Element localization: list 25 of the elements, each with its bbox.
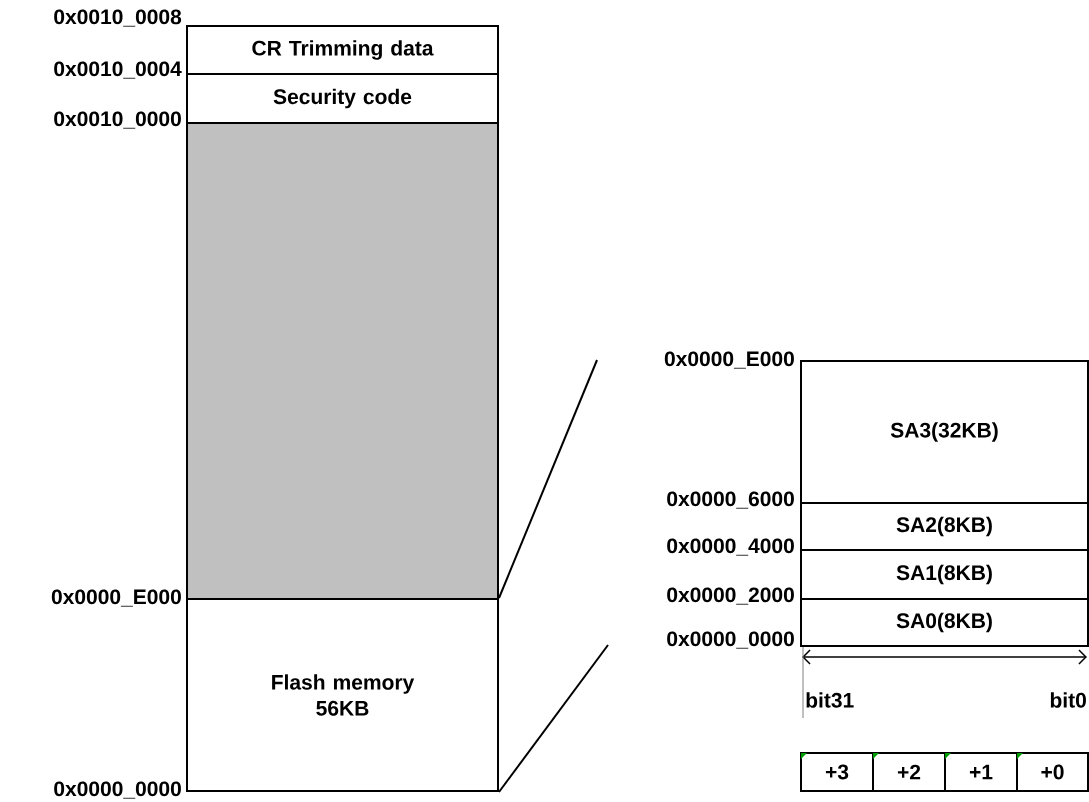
zoom-line	[498, 644, 609, 793]
address-label: 0x0000_2000	[667, 587, 794, 605]
zoom-line	[498, 359, 598, 599]
address-label: 0x0000_0000	[667, 631, 794, 649]
address-label: 0x0000_4000	[667, 538, 794, 556]
address-label: 0x0010_0004	[54, 61, 182, 79]
address-label: 0x0000_E000	[51, 589, 181, 607]
address-label: 0x0010_0008	[54, 9, 182, 27]
memory-region: CR Trimming data	[186, 25, 499, 75]
address-label: 0x0000_6000	[667, 491, 794, 509]
bit-label: bit0	[1050, 692, 1086, 708]
byte-cell: +1	[944, 752, 1018, 792]
address-label: 0x0000_0000	[54, 781, 181, 799]
byte-cell: +0	[1016, 752, 1089, 792]
sector-box: SA0(8KB)	[800, 598, 1089, 647]
address-label: 0x0000_E000	[664, 351, 794, 369]
reserved-region	[186, 122, 499, 600]
sector-box: SA2(8KB)	[800, 502, 1089, 551]
sector-box: SA3(32KB)	[800, 360, 1089, 504]
address-label: 0x0010_0000	[54, 111, 181, 129]
bit-label: bit31	[806, 692, 854, 708]
memory-region: Flash memory 56KB	[186, 598, 499, 792]
byte-cell: +2	[872, 752, 946, 792]
sector-box: SA1(8KB)	[800, 549, 1089, 600]
byte-cell: +3	[800, 752, 874, 792]
